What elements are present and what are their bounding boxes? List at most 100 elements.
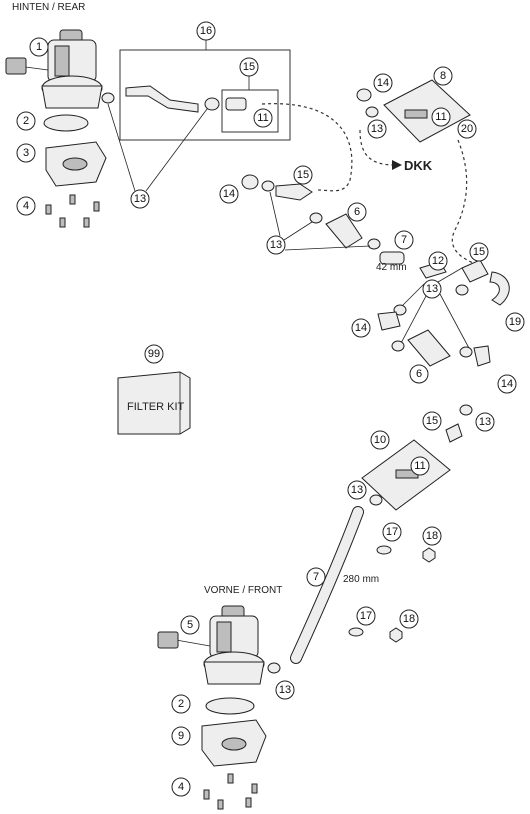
callout-2-front	[171, 694, 191, 714]
callout-16-text: 16	[200, 25, 212, 37]
len-42-label: 42 mm	[376, 262, 407, 273]
callout-6-b	[409, 364, 429, 384]
callout-7-b	[306, 567, 326, 587]
clamp-13-f	[391, 340, 405, 352]
callout-7-b-text: 7	[313, 571, 319, 583]
hose-end-14	[241, 174, 259, 190]
check-valve-6-b	[407, 329, 451, 367]
callout-10-text: 10	[374, 434, 386, 446]
hose-end-14-c	[473, 345, 491, 367]
callout-13-f-text: 13	[351, 484, 363, 496]
callout-2-rear	[16, 111, 36, 131]
callout-14-a	[373, 73, 393, 93]
callout-12	[428, 251, 448, 271]
callout-11-c	[410, 456, 430, 476]
callout-17-b-text: 17	[360, 610, 372, 622]
hose-7-short	[379, 251, 405, 265]
callout-11-a	[253, 108, 273, 128]
callout-11-a-text: 11	[257, 112, 268, 124]
callout-13-a-text: 13	[134, 193, 146, 205]
filter-kit-box	[117, 371, 191, 435]
callout-13-e-text: 13	[479, 416, 491, 428]
front-label: VORNE / FRONT	[204, 585, 282, 596]
clamp-13-h	[459, 404, 473, 416]
nut-18-a	[422, 547, 436, 563]
callout-8-text: 8	[440, 70, 446, 82]
dashed-link-a	[261, 103, 353, 192]
callout-13-g-text: 13	[279, 684, 291, 696]
clamp-13-a	[261, 180, 275, 192]
filter-10	[361, 423, 463, 511]
filter-8	[356, 79, 471, 143]
callout-18-b-text: 18	[403, 613, 415, 625]
callout-10	[370, 430, 390, 450]
callout-3-text: 3	[23, 147, 29, 159]
hose-7-long	[291, 507, 363, 663]
callout-14-b	[219, 184, 239, 204]
filter-kit-label: FILTER KIT	[127, 401, 185, 413]
callout-1-text: 1	[36, 41, 42, 53]
callout-15-d-text: 15	[426, 415, 438, 427]
callout-12-text: 12	[432, 255, 444, 267]
callout-11-b-text: 11	[435, 111, 446, 123]
clamp-13-b	[309, 212, 323, 224]
callout-14-d	[497, 374, 517, 394]
callout-13-d-text: 13	[426, 283, 438, 295]
kit-16-box	[119, 49, 291, 141]
hose-end-14-b	[377, 311, 401, 331]
callout-14-d-text: 14	[501, 378, 513, 390]
callout-99-text: 99	[148, 348, 160, 360]
callout-18-b	[399, 609, 419, 629]
callout-2-rear-text: 2	[23, 115, 29, 127]
kit-15-box	[221, 89, 279, 133]
len-280-label: 280 mm	[343, 574, 379, 585]
rear-pump-bracket	[45, 141, 107, 187]
callout-5	[180, 615, 200, 635]
callout-13-c-text: 13	[270, 239, 282, 251]
callout-13-b	[367, 119, 387, 139]
callout-13-a	[130, 189, 150, 209]
front-screws	[203, 773, 258, 810]
callout-11-c-text: 11	[414, 460, 425, 472]
callout-13-b-text: 13	[371, 123, 383, 135]
connector-15-c	[461, 259, 489, 283]
connector-15-a	[275, 183, 313, 201]
callout-17-a	[382, 522, 402, 542]
dkk-dashed	[359, 129, 396, 166]
rear-fuel-pump	[5, 29, 115, 109]
callout-13-g	[275, 680, 295, 700]
rear-screws	[45, 194, 100, 228]
callout-18-a-text: 18	[426, 530, 438, 542]
kit-16-clamp	[204, 97, 220, 111]
callout-7-a	[394, 230, 414, 250]
hose-19	[489, 271, 510, 306]
clamp-13-j	[267, 662, 281, 674]
callout-1	[29, 37, 49, 57]
callout-13-d	[422, 279, 442, 299]
callout-13-c	[266, 235, 286, 255]
clamp-13-e	[455, 284, 469, 296]
front-fuel-pump	[157, 605, 265, 685]
callout-3	[16, 143, 36, 163]
rear-gasket-ring	[43, 114, 89, 132]
callout-14-b-text: 14	[223, 188, 235, 200]
callout-17-b	[356, 606, 376, 626]
callout-17-a-text: 17	[386, 526, 398, 538]
callout-15-c	[469, 242, 489, 262]
callout-13-f	[347, 480, 367, 500]
callout-4-front-text: 4	[178, 781, 184, 793]
callout-20-text: 20	[461, 123, 473, 135]
callout-9	[171, 726, 191, 746]
callout-6-a-text: 6	[354, 206, 360, 218]
callout-6-a	[347, 202, 367, 222]
washer-17-a	[376, 545, 392, 555]
check-valve-6-a	[325, 213, 363, 249]
callout-4-front	[171, 777, 191, 797]
kit-16-hose	[125, 85, 199, 113]
clamp-13-c	[367, 238, 381, 250]
callout-99	[144, 344, 164, 364]
dkk-label: DKK	[404, 158, 433, 173]
front-pump-bracket	[201, 719, 267, 767]
callout-15-b	[293, 165, 313, 185]
